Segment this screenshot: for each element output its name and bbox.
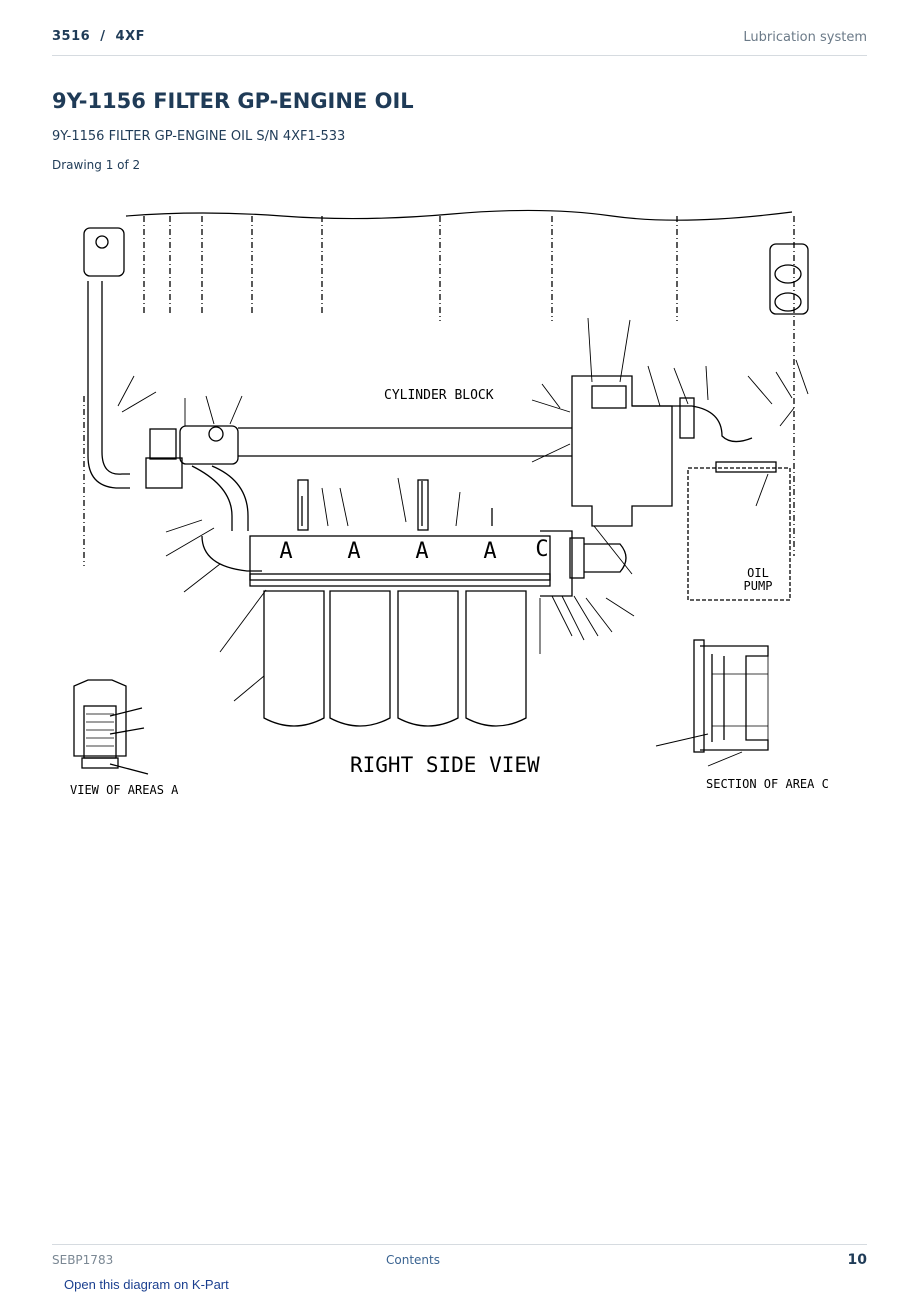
area-a-label-1: A (279, 539, 292, 564)
cylinder-block-dividers (83, 216, 795, 566)
oil-pump (687, 461, 791, 601)
header-model: 3516 / 4XF (52, 29, 145, 44)
cylinder-block-label: CYLINDER BLOCK (384, 388, 494, 403)
oil-pump-label-line2: PUMP (744, 579, 773, 593)
view-of-areas-a-detail (73, 679, 149, 775)
header-divider (52, 55, 867, 56)
filter-base (201, 479, 573, 597)
header-section: Lubrication system (743, 30, 867, 45)
area-a-label-4: A (483, 539, 496, 564)
contents-link[interactable]: Contents (386, 1253, 440, 1267)
view-of-areas-a-label: VIEW OF AREAS A (70, 783, 179, 797)
oil-pump-label-line1: OIL (747, 566, 769, 580)
page-title: 9Y-1156 FILTER GP-ENGINE OIL (52, 89, 414, 113)
main-oil-tube (179, 425, 572, 531)
top-right-fitting (769, 243, 809, 315)
footer-divider (52, 1244, 867, 1245)
page-subtitle: 9Y-1156 FILTER GP-ENGINE OIL S/N 4XF1-53… (52, 129, 346, 144)
outlet-connection (569, 537, 627, 579)
area-a-label-3: A (415, 539, 428, 564)
section-of-area-c-detail (693, 639, 769, 753)
parts-diagram: A A A A C OIL PUMP CYLINDER BLOCK (70, 209, 829, 797)
section-of-area-c-label: SECTION OF AREA C (706, 777, 829, 791)
oil-adapter-housing (571, 375, 753, 527)
drawing-counter: Drawing 1 of 2 (52, 158, 141, 172)
page-number: 10 (847, 1252, 867, 1268)
cylinder-block-outline (125, 209, 793, 221)
right-side-view-label: RIGHT SIDE VIEW (350, 753, 540, 777)
leader-lines (117, 317, 809, 767)
oil-filter-canisters (263, 590, 527, 727)
left-oil-tube (83, 227, 183, 489)
area-c-label: C (535, 537, 548, 562)
open-in-kpart-link[interactable]: Open this diagram on K-Part (64, 1277, 229, 1292)
footer-doc-code: SEBP1783 (52, 1253, 114, 1267)
area-a-label-2: A (347, 539, 360, 564)
